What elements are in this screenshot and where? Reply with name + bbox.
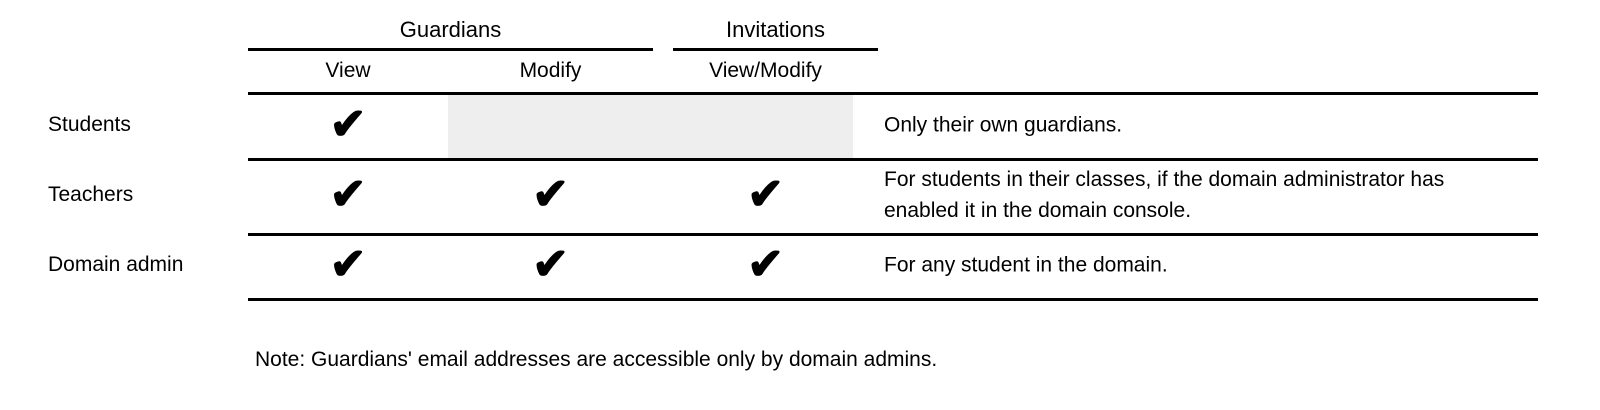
checkmark-icon: ✔ — [329, 100, 367, 149]
cell-teachers-view: ✔ — [248, 173, 448, 217]
subheader-view-modify: View/Modify — [709, 59, 822, 82]
cell-domain-admin-view-modify: ✔ — [653, 243, 878, 287]
subheader-view: View — [325, 59, 371, 82]
bottom-rule — [248, 298, 1538, 301]
checkmark-icon: ✔ — [532, 170, 569, 219]
row-note-domain-admin: For any student in the domain. — [884, 253, 1168, 277]
cell-students-view: ✔ — [248, 103, 448, 147]
footnote: Note: Guardians' email addresses are acc… — [255, 348, 938, 371]
cell-domain-admin-modify: ✔ — [448, 243, 653, 287]
cell-teachers-view-modify: ✔ — [653, 173, 878, 217]
checkmark-icon: ✔ — [747, 240, 784, 289]
checkmark-icon: ✔ — [747, 170, 784, 219]
row-note-students: Only their own guardians. — [884, 113, 1123, 137]
cell-domain-admin-view: ✔ — [248, 243, 448, 287]
disabled-cells-band — [448, 95, 853, 158]
guardians-group-underline — [248, 48, 653, 51]
row-label-teachers: Teachers — [48, 183, 134, 206]
column-group-invitations: Invitations — [725, 17, 826, 42]
row-note-teachers: For students in their classes, if the do… — [884, 168, 1445, 222]
checkmark-icon: ✔ — [329, 170, 367, 219]
column-group-guardians: Guardians — [399, 17, 502, 42]
row-label-domain-admin: Domain admin — [48, 253, 184, 276]
row-label-students: Students — [48, 113, 131, 136]
row-rule-1 — [248, 158, 1538, 161]
subheader-modify: Modify — [519, 59, 582, 82]
cell-teachers-modify: ✔ — [448, 173, 653, 217]
header-rule — [248, 92, 1538, 95]
invitations-group-underline — [673, 48, 878, 51]
checkmark-icon: ✔ — [329, 240, 367, 289]
checkmark-icon: ✔ — [532, 240, 569, 289]
row-rule-2 — [248, 233, 1538, 236]
